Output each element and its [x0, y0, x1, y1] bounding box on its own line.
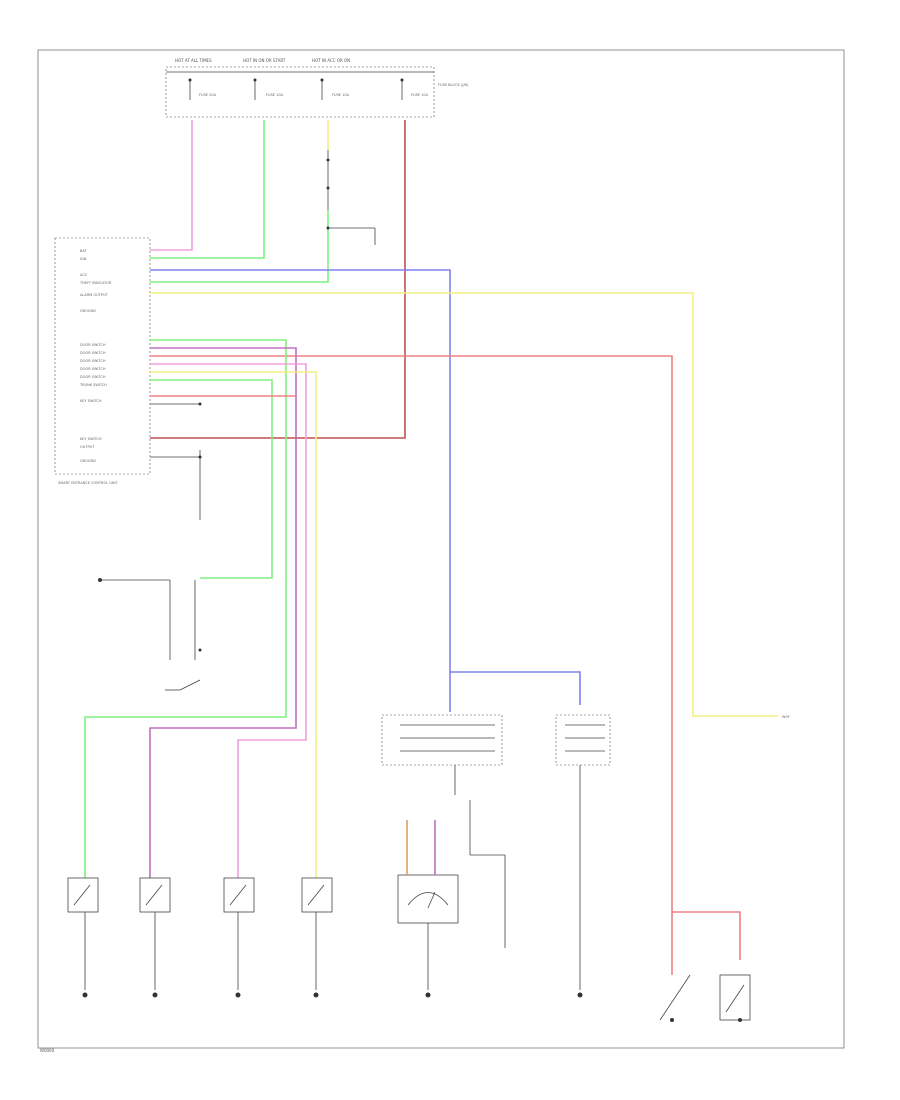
pin-ground-2: GROUND — [80, 459, 96, 463]
connector-block-1 — [381, 714, 503, 795]
pin-ground: GROUND — [80, 309, 96, 313]
fuse-2-label: HOT IN ON OR START — [243, 58, 286, 63]
wire-darkred — [150, 120, 406, 439]
pin-ign: IGN — [80, 257, 87, 261]
yellow-wire-end-label: W0F — [782, 715, 790, 719]
pin-key: KEY SWITCH — [80, 399, 102, 403]
fuse-4: FUSE 10A — [411, 93, 429, 97]
pin-door-5: DOOR SWITCH — [80, 375, 106, 379]
front-door-switch-rh — [139, 877, 171, 998]
fuse-1: FUSE 20A — [199, 93, 217, 97]
pin-door-3: DOOR SWITCH — [80, 359, 106, 363]
pin-door-2: DOOR SWITCH — [80, 351, 106, 355]
diagram-frame — [37, 49, 845, 1049]
wire-green-ign — [150, 120, 265, 259]
pin-theft: THEFT INDICATOR — [79, 281, 112, 285]
wire-blue — [150, 269, 581, 705]
door-switch-group — [98, 578, 202, 691]
indicator-ground — [425, 992, 431, 998]
wire-yellow-long — [150, 292, 778, 717]
connector-ground — [577, 992, 583, 998]
connector-block-2 — [555, 714, 611, 990]
fuse-3-label: HOT IN ACC OR ON — [312, 58, 350, 63]
horn-relay — [719, 974, 751, 1022]
wire-purple-door — [149, 347, 297, 878]
wire-pink-bat — [150, 120, 193, 251]
wire-yellow-door — [150, 371, 317, 878]
wire-green-door — [84, 339, 287, 878]
rear-door-switch-rh — [301, 877, 333, 998]
key-switch-block — [326, 150, 376, 245]
pin-key-2: KEY SWITCH — [80, 437, 102, 441]
fuse-3: FUSE 10A — [332, 93, 350, 97]
front-door-switch-lh — [67, 877, 99, 998]
footer-tag: W0000 — [40, 1048, 55, 1053]
pin-alarm: ALARM OUTPUT — [80, 293, 109, 297]
pin-trunk: TRUNK SWITCH — [79, 383, 107, 387]
fuse-block: HOT AT ALL TIMES HOT IN ON OR START HOT … — [165, 58, 469, 118]
fuse-2: FUSE 10A — [266, 93, 284, 97]
fuse-block-label: FUSE BLOCK (J/B) — [438, 83, 469, 87]
wire-pink-door — [150, 363, 307, 878]
module-label: SMART ENTRANCE CONTROL UNIT — [58, 481, 119, 485]
rear-door-switch-lh — [223, 877, 255, 998]
pin-door-1: DOOR SWITCH — [80, 343, 106, 347]
wire-green-trunk — [150, 379, 273, 579]
security-indicator — [397, 800, 506, 990]
pin-bat: BAT — [80, 249, 88, 253]
smart-entrance-module: SMART ENTRANCE CONTROL UNIT BAT IGN ACC … — [54, 237, 151, 485]
pin-door-4: DOOR SWITCH — [80, 367, 106, 371]
fuse-1-label: HOT AT ALL TIMES — [175, 58, 212, 63]
hood-switch — [659, 974, 691, 1022]
pin-acc: ACC — [80, 273, 88, 277]
pin-output: OUTPUT — [80, 445, 95, 449]
wire-green-acc-lower — [150, 210, 329, 283]
